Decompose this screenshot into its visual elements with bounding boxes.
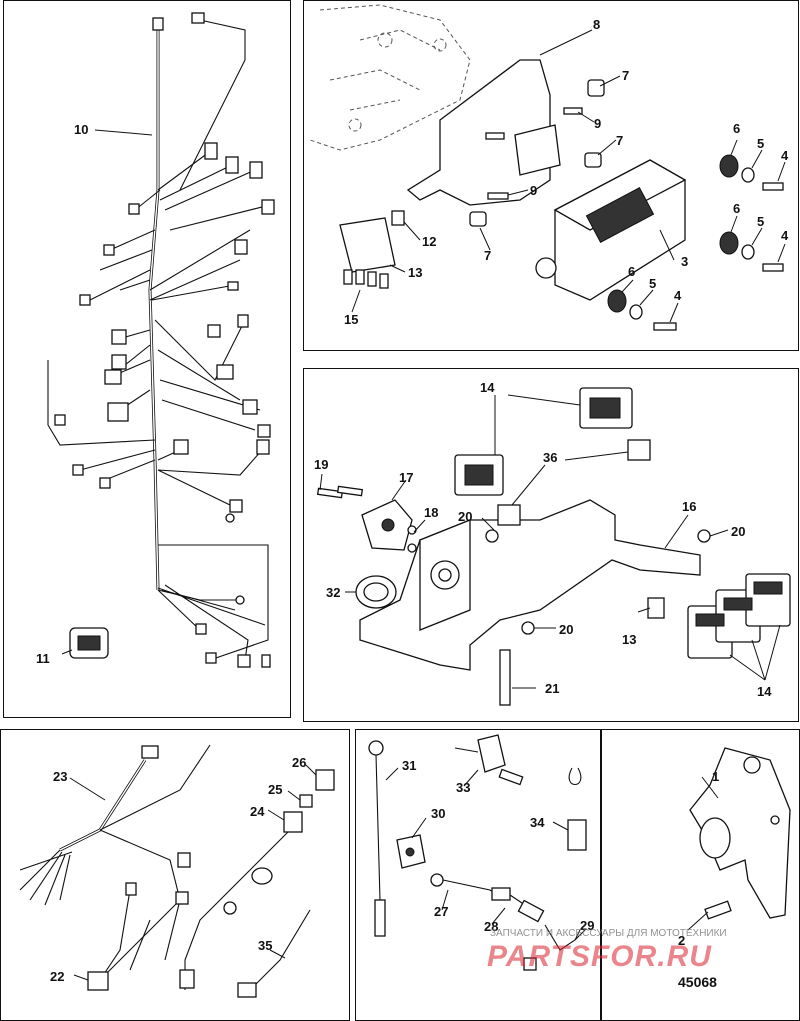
callout-7c: 7 bbox=[484, 248, 491, 263]
callout-18: 18 bbox=[424, 505, 438, 520]
callout-7a: 7 bbox=[622, 68, 629, 83]
callout-4c: 4 bbox=[674, 288, 682, 303]
mounting-bracket bbox=[687, 747, 791, 931]
sensors-group bbox=[368, 734, 587, 971]
callout-9a: 9 bbox=[594, 116, 601, 131]
callout-labels: 1 2 3 4 4 4 5 5 5 6 6 6 7 7 7 8 9 9 10 1… bbox=[36, 17, 789, 984]
callout-4a: 4 bbox=[781, 148, 789, 163]
panel-ecm bbox=[303, 0, 799, 351]
watermark-tagline: ЗАПЧАСТИ И АКСЕССУАРЫ ДЛЯ МОТОТЕХНИКИ bbox=[490, 928, 727, 939]
callout-5c: 5 bbox=[649, 276, 656, 291]
callout-23: 23 bbox=[53, 769, 67, 784]
callout-28: 28 bbox=[484, 919, 498, 934]
callout-20a: 20 bbox=[458, 509, 472, 524]
callout-12: 12 bbox=[422, 234, 436, 249]
callout-14a: 14 bbox=[480, 380, 495, 395]
callout-7b: 7 bbox=[616, 133, 623, 148]
callout-4b: 4 bbox=[781, 228, 789, 243]
callout-14b: 14 bbox=[757, 684, 772, 699]
callout-13a: 13 bbox=[408, 265, 422, 280]
callout-11: 11 bbox=[36, 651, 50, 666]
engine-harness bbox=[47, 12, 275, 668]
callout-24: 24 bbox=[250, 804, 265, 819]
panel-sensors bbox=[355, 729, 601, 1021]
callout-29: 29 bbox=[580, 918, 594, 933]
callout-34: 34 bbox=[530, 815, 545, 830]
callout-17: 17 bbox=[399, 470, 413, 485]
callout-22: 22 bbox=[50, 969, 64, 984]
harness-extensions bbox=[19, 744, 335, 998]
callout-25: 25 bbox=[268, 782, 282, 797]
callout-15: 15 bbox=[344, 312, 358, 327]
callout-21: 21 bbox=[545, 681, 559, 696]
callout-35: 35 bbox=[258, 938, 272, 953]
callout-10: 10 bbox=[74, 122, 88, 137]
callout-6b: 6 bbox=[733, 201, 740, 216]
callout-8: 8 bbox=[593, 17, 600, 32]
callout-27: 27 bbox=[434, 904, 448, 919]
callout-26: 26 bbox=[292, 755, 306, 770]
callout-31: 31 bbox=[402, 758, 416, 773]
panel-harness-extensions bbox=[0, 729, 350, 1021]
callout-33: 33 bbox=[456, 780, 470, 795]
callout-6c: 6 bbox=[628, 264, 635, 279]
callout-36: 36 bbox=[543, 450, 557, 465]
callout-3: 3 bbox=[681, 254, 688, 269]
callout-6a: 6 bbox=[733, 121, 740, 136]
relay-bracket-assembly bbox=[316, 387, 791, 706]
ecm-assembly bbox=[309, 4, 786, 331]
callout-9b: 9 bbox=[530, 183, 537, 198]
callout-13b: 13 bbox=[622, 632, 636, 647]
callout-20b: 20 bbox=[731, 524, 745, 539]
callout-16: 16 bbox=[682, 499, 696, 514]
callout-20c: 20 bbox=[559, 622, 573, 637]
callout-32: 32 bbox=[326, 585, 340, 600]
callout-2: 2 bbox=[678, 933, 685, 948]
callout-5b: 5 bbox=[757, 214, 764, 229]
callout-5a: 5 bbox=[757, 136, 764, 151]
callout-1: 1 bbox=[712, 769, 719, 784]
callout-19: 19 bbox=[314, 457, 328, 472]
watermark-brand: PARTSFOR.RU bbox=[487, 940, 712, 973]
callout-30: 30 bbox=[431, 806, 445, 821]
figure-number: 45068 bbox=[678, 974, 717, 990]
